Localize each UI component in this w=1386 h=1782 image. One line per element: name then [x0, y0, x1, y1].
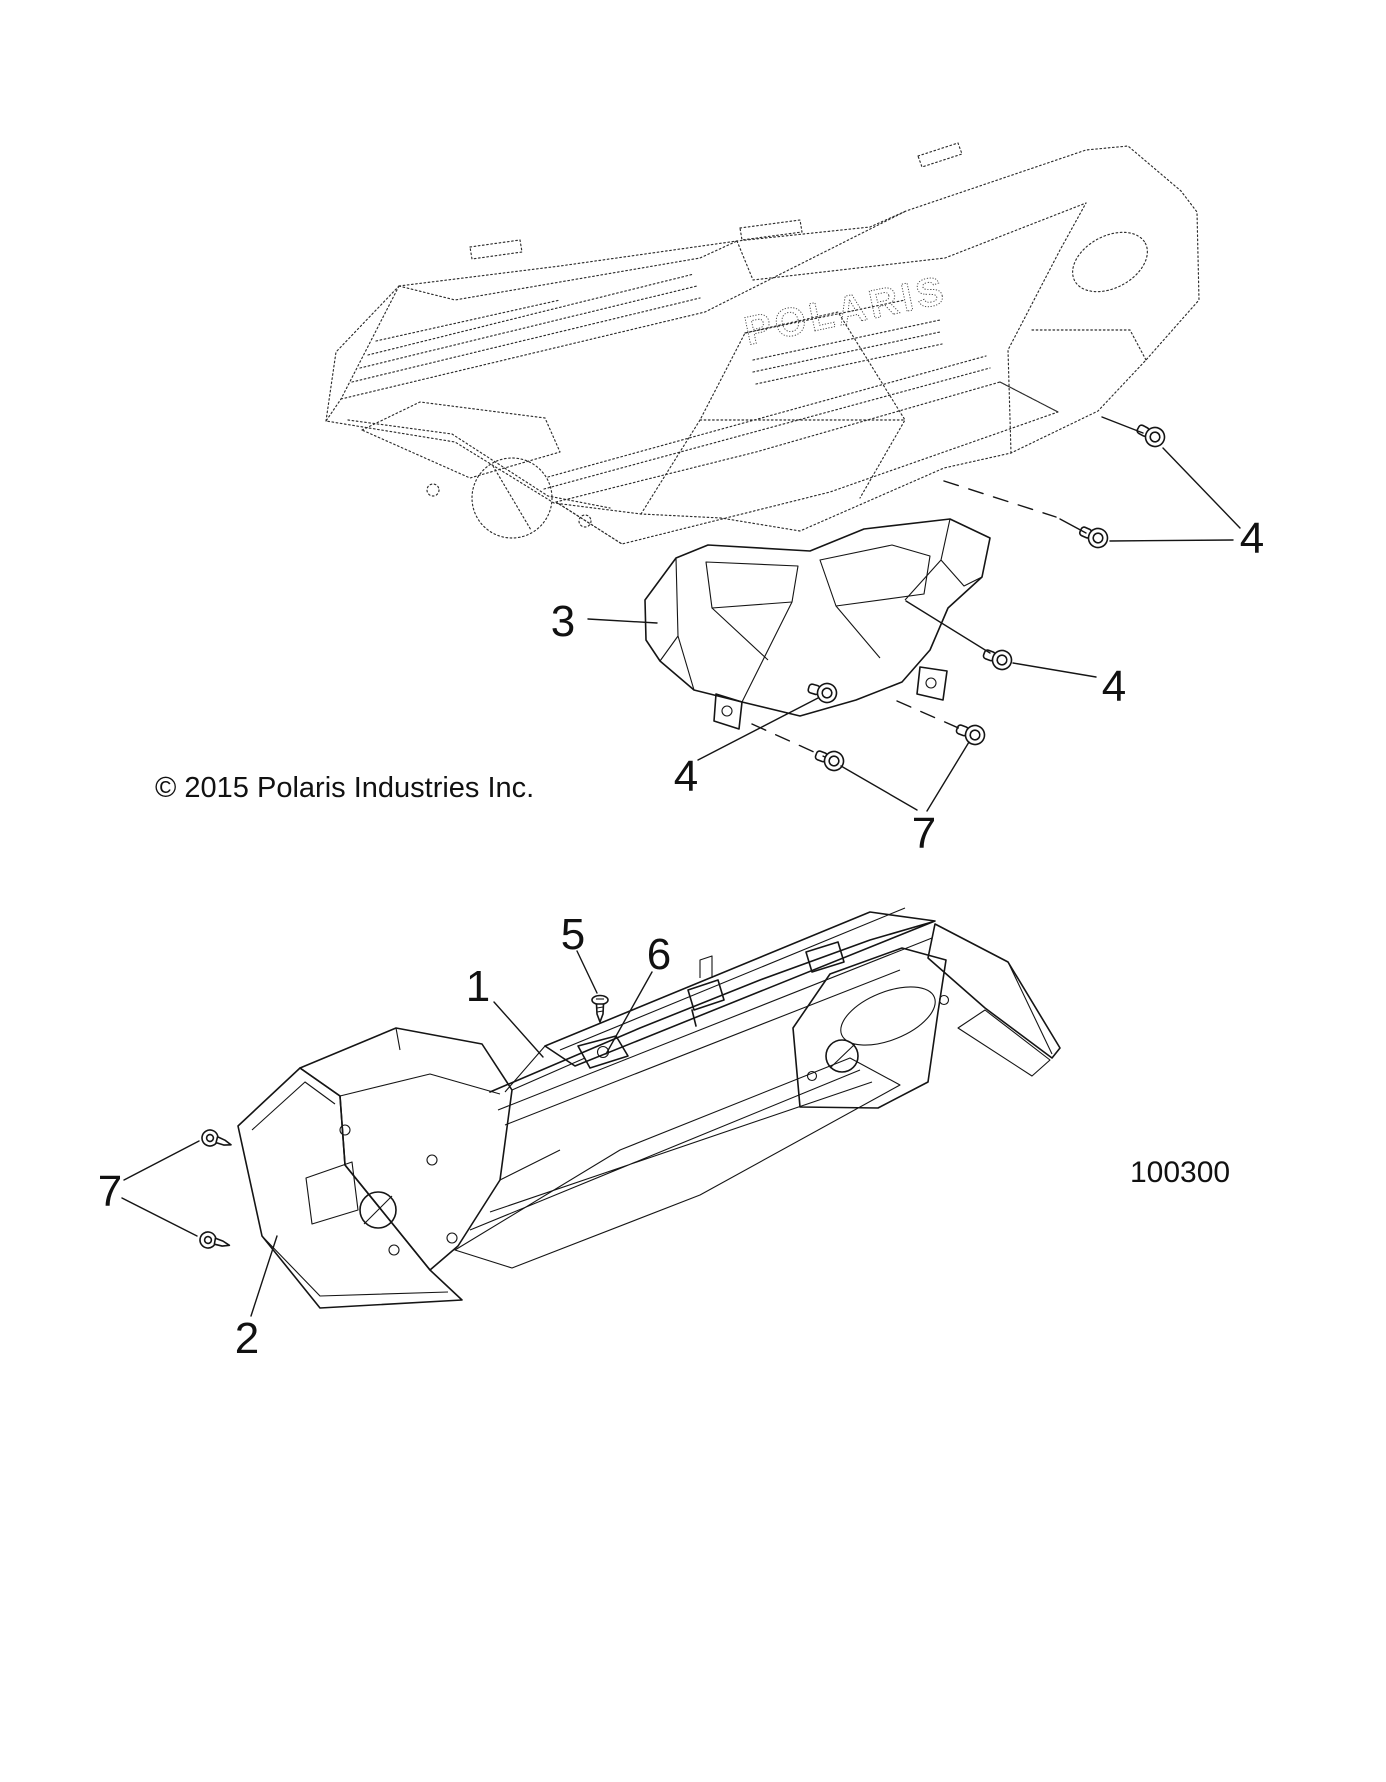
fastener-pushpin-upper [199, 1127, 235, 1152]
fastener-bolt-right-of-plate [980, 643, 1015, 673]
leader-lines [121, 416, 1241, 1317]
fastener-screw-right-7 [953, 718, 988, 748]
fastener-bolt-top-right [1132, 418, 1169, 451]
bumper-support-drawing [237, 907, 1061, 1309]
polaris-logo-text: POLARIS [741, 268, 951, 354]
callout-3: 3 [551, 597, 575, 646]
callout-4-top: 4 [1240, 514, 1264, 563]
skid-plate-drawing [644, 518, 991, 730]
fastener-screw-left-7 [812, 744, 847, 774]
callout-2: 2 [235, 1314, 259, 1363]
callout-6: 6 [647, 930, 671, 979]
callout-labels: 1 2 3 4 4 4 5 6 7 7 [98, 514, 1264, 1363]
callout-4-right: 4 [1102, 662, 1126, 711]
fastener-bolt-mid-right [1075, 520, 1112, 552]
copyright-text: © 2015 Polaris Industries Inc. [155, 772, 534, 804]
callout-5: 5 [561, 910, 585, 959]
callout-7-left: 7 [98, 1167, 122, 1216]
callout-7-mid: 7 [912, 809, 936, 858]
fastener-screw-item5 [591, 994, 609, 1023]
fastener-pushpin-lower [197, 1229, 232, 1253]
drawing-number: 100300 [1130, 1156, 1230, 1189]
callout-4-bottom: 4 [674, 752, 698, 801]
front-fascia-drawing: POLARIS [325, 142, 1200, 545]
callout-1: 1 [466, 962, 490, 1011]
